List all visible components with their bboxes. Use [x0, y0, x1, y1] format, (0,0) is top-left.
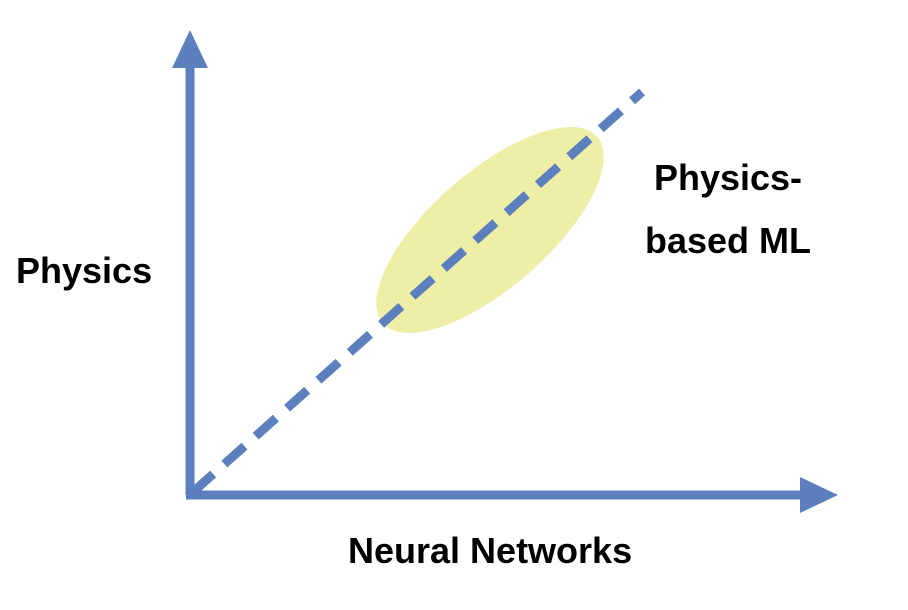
region-label-line-2: based ML — [645, 220, 812, 261]
y-axis-arrowhead — [172, 30, 208, 68]
diagonal-dashed-line — [190, 88, 645, 496]
x-axis-arrowhead — [800, 477, 838, 513]
region-label-line-1: Physics- — [653, 157, 803, 198]
region-label: Physics- based ML — [645, 146, 811, 272]
y-axis-label: Physics — [16, 250, 153, 291]
x-axis-label: Neural Networks — [348, 530, 633, 571]
